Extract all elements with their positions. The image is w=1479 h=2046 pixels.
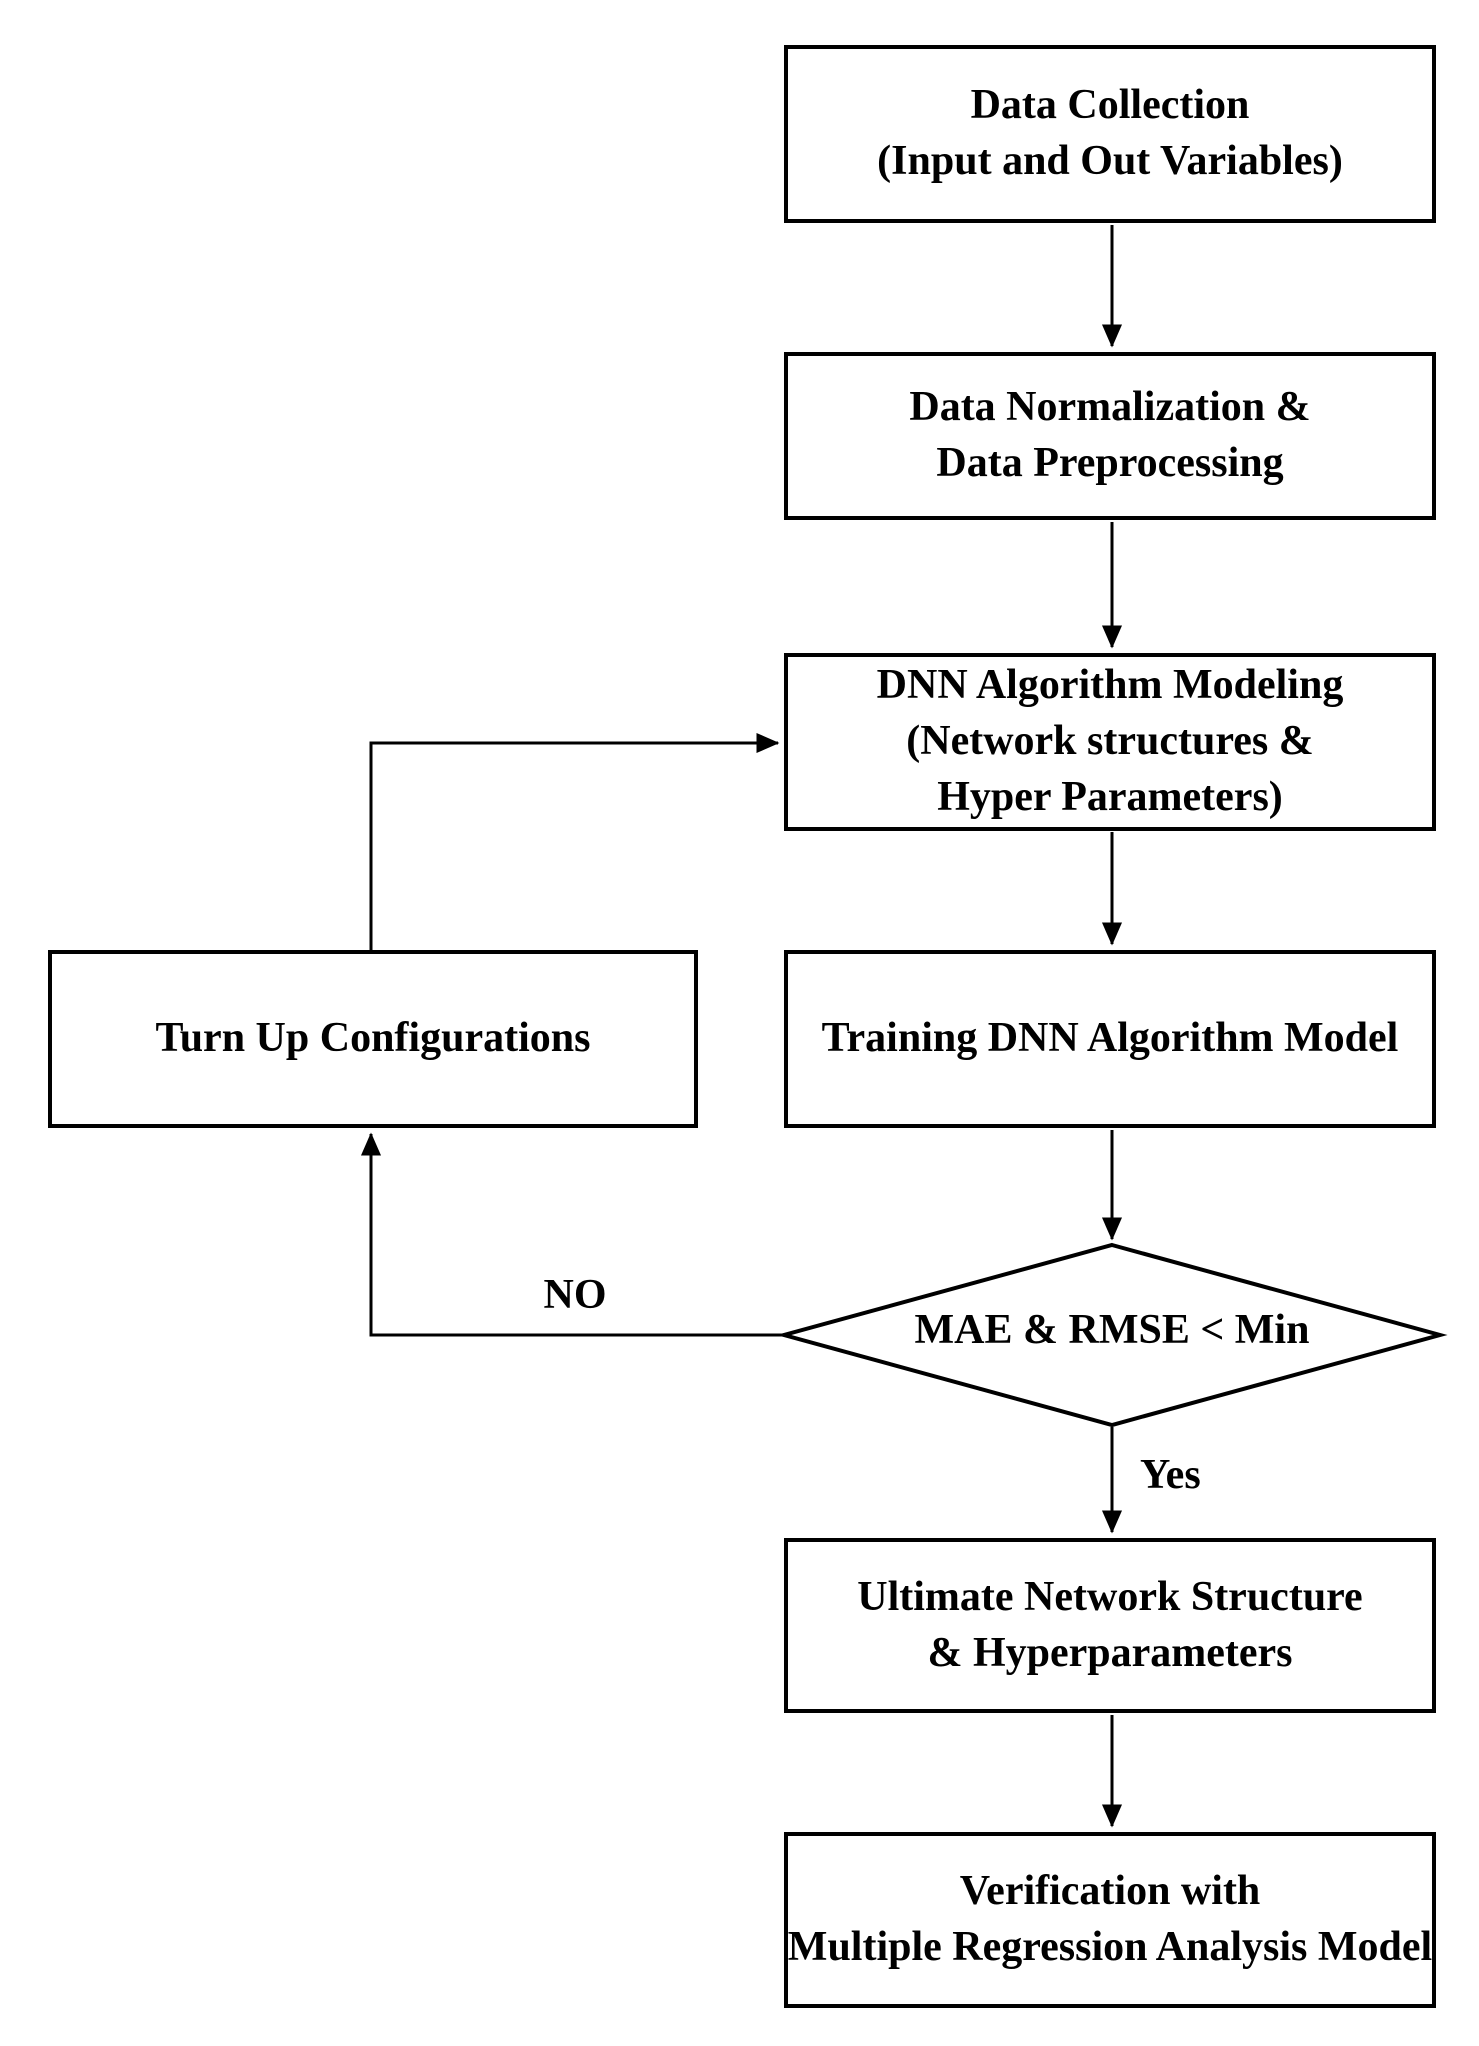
decision-label: MAE & RMSE < Min bbox=[914, 1307, 1310, 1353]
node-verification-regression: Verification with Multiple Regression An… bbox=[784, 1832, 1436, 2008]
node-line: (Network structures & bbox=[906, 718, 1314, 765]
node-dnn-algorithm-modeling: DNN Algorithm Modeling (Network structur… bbox=[784, 653, 1436, 831]
decision-diamond bbox=[776, 1242, 1448, 1428]
node-ultimate-network-structure: Ultimate Network Structure & Hyperparame… bbox=[784, 1538, 1436, 1713]
edge-turnup-to-modeling-arrow bbox=[369, 732, 780, 950]
edge-label-yes: Yes bbox=[1140, 1452, 1201, 1498]
node-line: Data Normalization & bbox=[909, 384, 1311, 431]
node-line: Verification with bbox=[959, 1868, 1261, 1915]
node-line: Hyper Parameters) bbox=[937, 773, 1283, 820]
node-line: DNN Algorithm Modeling bbox=[876, 662, 1344, 709]
node-turn-up-configurations: Turn Up Configurations bbox=[48, 950, 698, 1128]
node-line: Training DNN Algorithm Model bbox=[821, 1015, 1399, 1062]
node-line: Turn Up Configurations bbox=[155, 1015, 591, 1062]
node-data-normalization: Data Normalization & Data Preprocessing bbox=[784, 352, 1436, 520]
node-data-collection: Data Collection (Input and Out Variables… bbox=[784, 45, 1436, 223]
node-line: Ultimate Network Structure bbox=[857, 1573, 1363, 1620]
node-line: & Hyperparameters bbox=[927, 1629, 1293, 1676]
node-training-dnn-model: Training DNN Algorithm Model bbox=[784, 950, 1436, 1128]
node-line: (Input and Out Variables) bbox=[877, 138, 1343, 184]
node-line: Data Collection bbox=[970, 82, 1250, 129]
node-line: Multiple Regression Analysis Model bbox=[787, 1924, 1433, 1970]
edge-decision-no-arrow bbox=[360, 1132, 784, 1337]
node-line: Data Preprocessing bbox=[936, 440, 1284, 486]
edge-label-no: NO bbox=[543, 1272, 607, 1318]
